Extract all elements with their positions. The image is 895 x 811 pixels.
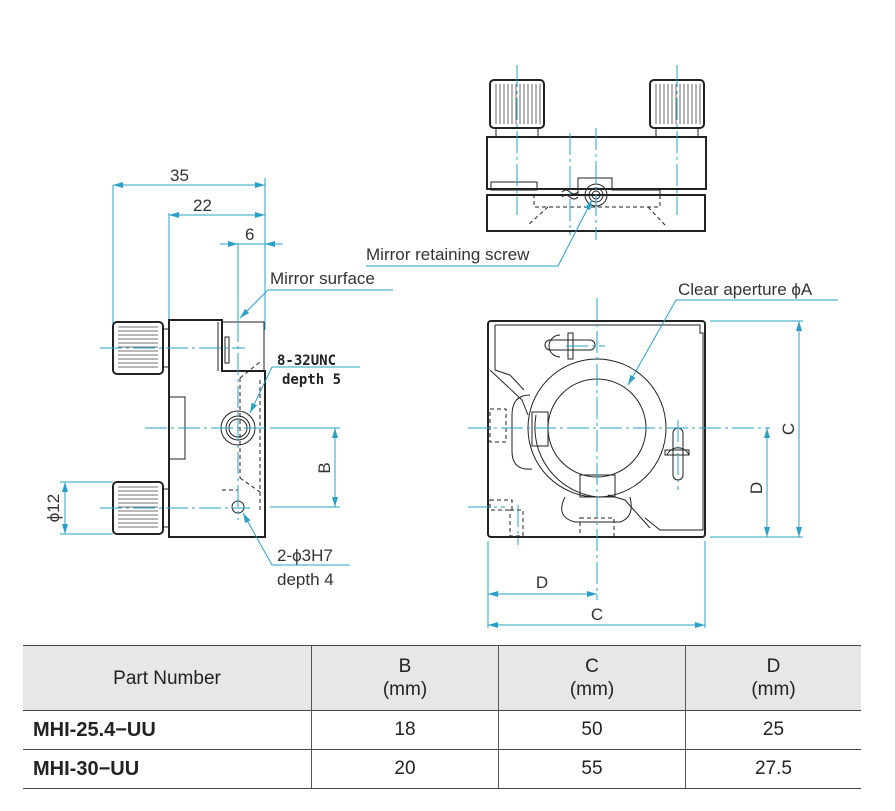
- c-value-cell: 55: [498, 749, 686, 789]
- part-number-cell: MHI-25.4−UU: [23, 710, 312, 750]
- dim-22-label: 22: [193, 196, 212, 215]
- part-number-cell: MHI-30−UU: [23, 749, 312, 789]
- c-value-cell: 50: [498, 710, 686, 750]
- top-view: Mirror retaining screw: [366, 65, 707, 267]
- dimension-c-horizontal: C: [488, 605, 705, 628]
- header-part-number: Part Number: [23, 645, 312, 711]
- header-b: B(mm): [311, 645, 499, 711]
- dim-6-label: 6: [245, 225, 254, 244]
- table-row: MHI-30−UU 20 55 27.5: [23, 749, 861, 789]
- b-value-cell: 20: [311, 749, 499, 789]
- mirror-retaining-screw-callout: Mirror retaining screw: [366, 199, 593, 267]
- header-c-label: C: [585, 656, 599, 677]
- header-d: D(mm): [685, 645, 861, 711]
- dim-35-label: 35: [170, 166, 189, 185]
- dim-phi12-label: ϕ12: [44, 494, 63, 522]
- dim-c-horizontal-label: C: [591, 605, 603, 624]
- dim-b-label: B: [315, 462, 334, 473]
- pin-hole-callout: 2-ϕ3H7 depth 4: [242, 512, 350, 589]
- front-body: [468, 298, 770, 600]
- dimension-35: 35: [112, 166, 266, 345]
- mirror-surface-label: Mirror surface: [270, 269, 375, 288]
- dim-d-vertical-label: D: [747, 482, 766, 494]
- clear-aperture-callout: Clear aperture ϕA: [627, 280, 838, 386]
- d-value-cell: 25: [685, 710, 861, 750]
- front-view: Clear aperture ϕA C D D C: [468, 280, 838, 628]
- clear-aperture-label: Clear aperture ϕA: [678, 280, 813, 299]
- mirror-retaining-screw-label: Mirror retaining screw: [366, 245, 530, 264]
- side-view: 35 22 6 Mirror surface: [44, 166, 393, 589]
- header-c: C(mm): [498, 645, 686, 711]
- thread-callout: 8-32UNC depth 5: [249, 353, 360, 414]
- pin-depth-label: depth 4: [277, 570, 334, 589]
- dimension-c-vertical: C: [710, 320, 803, 538]
- header-b-label: B: [398, 656, 412, 677]
- header-b-unit: (mm): [382, 679, 428, 700]
- thread-depth-label: depth 5: [282, 372, 341, 388]
- technical-drawing: 35 22 6 Mirror surface: [44, 65, 838, 628]
- header-part-number-label: Part Number: [113, 667, 221, 689]
- table-row: MHI-25.4−UU 18 50 25: [23, 710, 861, 750]
- b-value-cell: 18: [311, 710, 499, 750]
- dimension-22: 22: [168, 196, 265, 320]
- dimension-d-vertical: D: [747, 428, 770, 537]
- header-c-unit: (mm): [569, 679, 615, 700]
- spec-table-header: Part Number B(mm) C(mm) D(mm): [23, 645, 861, 711]
- dimension-6: 6: [220, 225, 283, 325]
- d-value-cell: 27.5: [685, 749, 861, 789]
- dim-c-vertical-label: C: [779, 423, 798, 435]
- spec-table: Part Number B(mm) C(mm) D(mm) MHI-25.4−U…: [23, 645, 861, 789]
- header-d-label: D: [766, 656, 781, 677]
- dimension-d-horizontal: D: [487, 541, 706, 628]
- side-body: [100, 319, 266, 538]
- dim-d-horizontal-label: D: [536, 573, 548, 592]
- mirror-surface-callout: Mirror surface: [239, 269, 393, 319]
- pin-spec-label: 2-ϕ3H7: [277, 546, 333, 565]
- thread-spec-label: 8-32UNC: [277, 353, 336, 369]
- dimension-b: B: [270, 427, 340, 508]
- dimension-phi12: ϕ12: [44, 481, 113, 535]
- header-d-unit: (mm): [751, 679, 796, 700]
- top-body: [486, 65, 707, 240]
